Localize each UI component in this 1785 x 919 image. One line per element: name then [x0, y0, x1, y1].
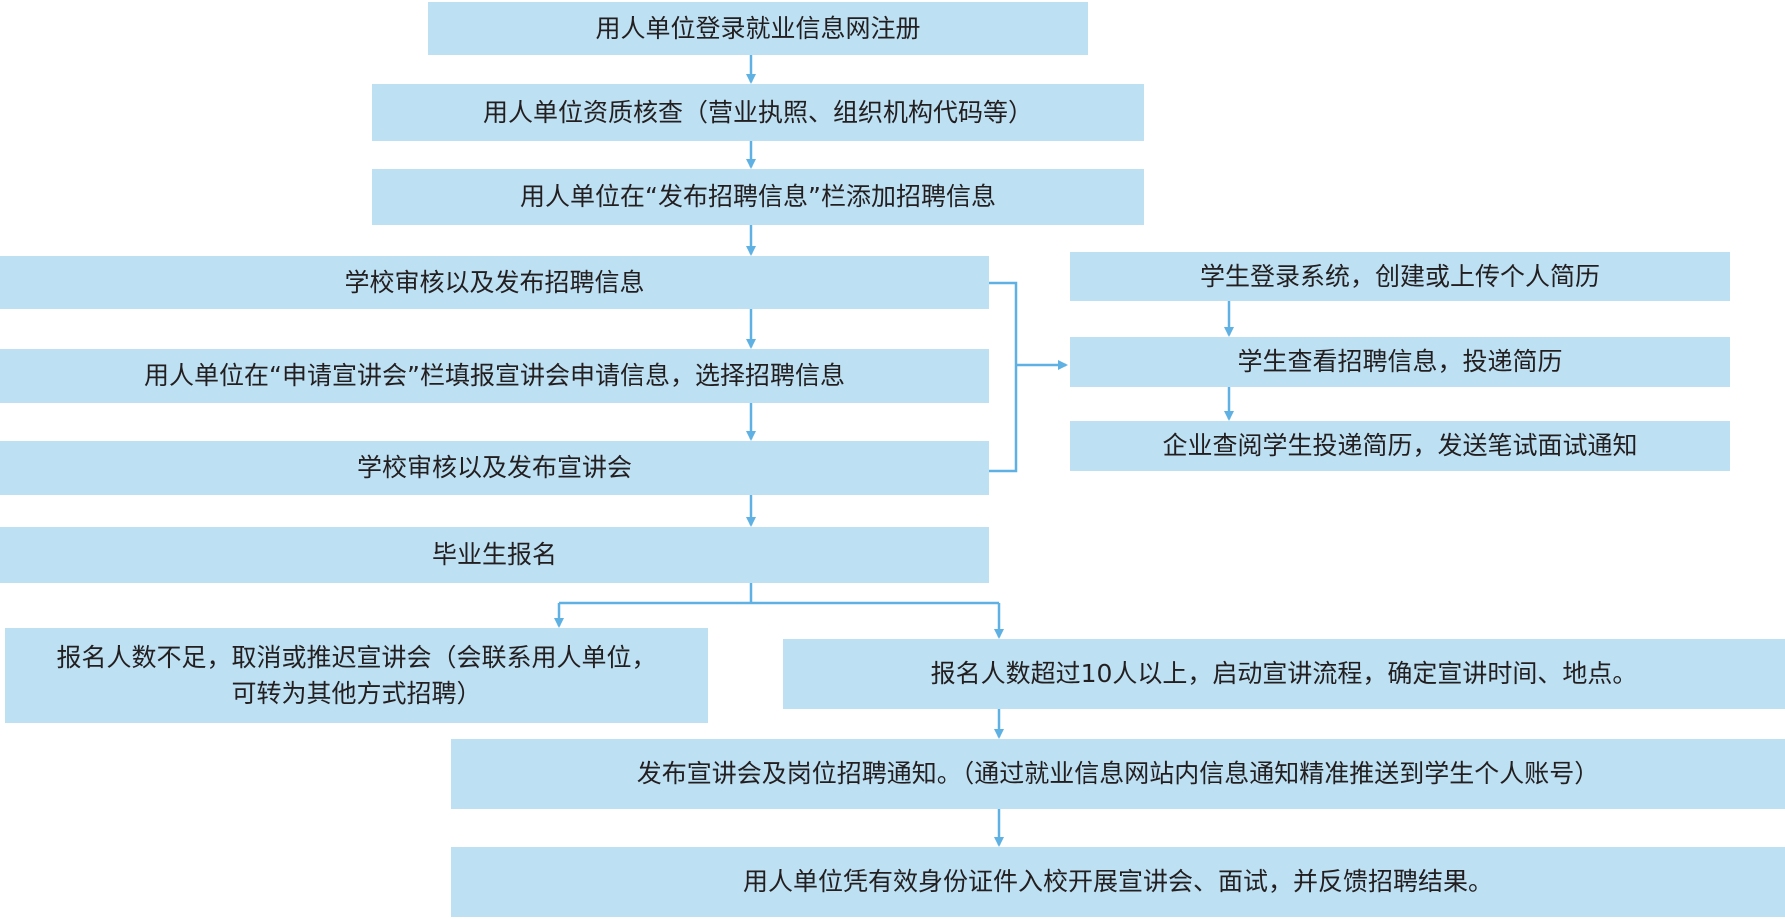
step-school-review-jobs: 学校审核以及发布招聘信息: [0, 256, 989, 309]
step-graduate-signup: 毕业生报名: [0, 527, 989, 583]
student-create-resume: 学生登录系统，创建或上传个人简历: [1070, 252, 1730, 301]
step-apply-talk: 用人单位在“申请宣讲会”栏填报宣讲会申请信息，选择招聘信息: [0, 349, 989, 403]
step-insufficient-signups: 报名人数不足，取消或推迟宣讲会（会联系用人单位，可转为其他方式招聘）: [5, 628, 708, 723]
step-publish-notice: 发布宣讲会及岗位招聘通知。（通过就业信息网站内信息通知精准推送到学生个人账号）: [451, 739, 1785, 809]
step-register: 用人单位登录就业信息网注册: [428, 2, 1088, 55]
student-submit-resume: 学生查看招聘信息，投递简历: [1070, 337, 1730, 387]
step-campus-interview: 用人单位凭有效身份证件入校开展宣讲会、面试，并反馈招聘结果。: [451, 847, 1785, 917]
step-school-review-talk: 学校审核以及发布宣讲会: [0, 441, 989, 495]
step-start-talk: 报名人数超过10人以上，启动宣讲流程，确定宣讲时间、地点。: [783, 639, 1785, 709]
company-review-resume: 企业查阅学生投递简历，发送笔试面试通知: [1070, 421, 1730, 471]
branch-line: [559, 583, 999, 605]
step-add-job-info: 用人单位在“发布招聘信息”栏添加招聘信息: [372, 169, 1144, 225]
step-qualification-check: 用人单位资质核查（营业执照、组织机构代码等）: [372, 84, 1144, 141]
bracket-line: [989, 281, 1018, 473]
